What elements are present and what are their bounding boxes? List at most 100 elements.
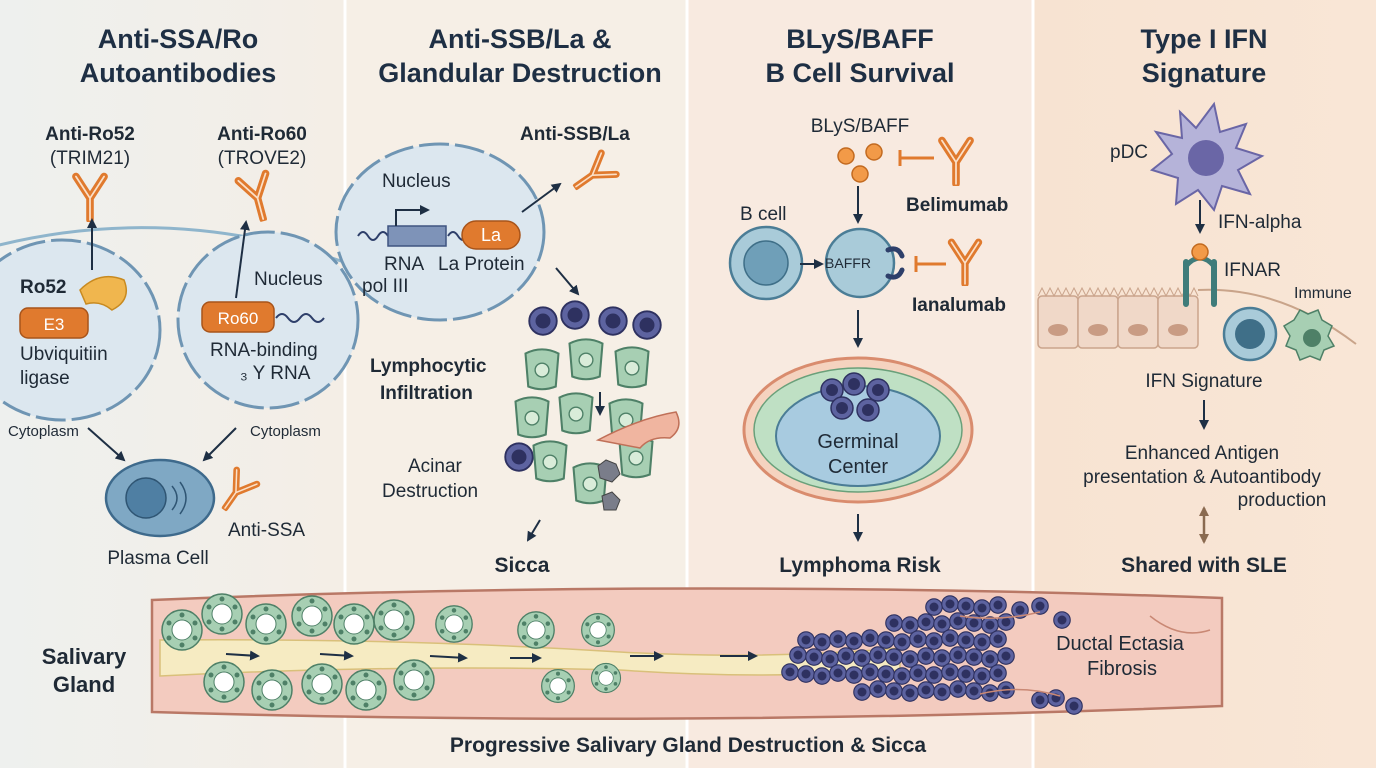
belimumab-label: Belimumab (906, 195, 1008, 216)
la-box (461, 220, 521, 250)
arrow-icon (202, 427, 237, 462)
lymphocyte-icon (877, 631, 895, 649)
lymphocyte-icon (917, 681, 935, 699)
y-rna-label: ₃ Y RNA (240, 363, 311, 384)
la-protein-label: La Protein (438, 254, 525, 275)
lymphocyte-icon (789, 646, 807, 664)
cytoplasm-right-label: Cytoplasm (250, 423, 321, 440)
arrow-icon (87, 427, 126, 462)
panel-title-ssa-2: Autoantibodies (80, 58, 277, 88)
panel-title-ssb-2: Glandular Destruction (378, 58, 662, 88)
lymphocyte-icon (909, 630, 927, 648)
lymphocyte-icon (917, 613, 935, 631)
lymphocyte-icon (901, 684, 919, 702)
germinal-label-1: Germinal (817, 431, 898, 453)
lymphocyte-icon (973, 599, 991, 617)
lymphocyte-icon (1031, 691, 1049, 709)
lymphocyte-icon (949, 646, 967, 664)
ifn-ligand-icon (1191, 243, 1209, 261)
arrow-icon (235, 220, 250, 299)
enhanced-label-3: production (1238, 490, 1327, 511)
la-label: La (481, 225, 502, 245)
lymphocyte-icon (973, 667, 991, 685)
lymphocyte-icon (925, 598, 943, 616)
ductal-label-1: Ductal Ectasia (1056, 633, 1185, 655)
anti-ssb-label: Anti-SSB/La (520, 124, 630, 145)
lymphoma-risk-label: Lymphoma Risk (779, 554, 941, 577)
ifn-alpha-label: IFN-alpha (1218, 212, 1302, 233)
lymphocyte-icon (917, 647, 935, 665)
tissue-boundary (1197, 288, 1357, 345)
b-cell-icon (824, 227, 896, 299)
pdc-nucleus (1188, 140, 1224, 176)
lymphocyte-icon (845, 666, 863, 684)
ifnar-label: IFNAR (1224, 260, 1281, 281)
anti-ro60-label: Anti-Ro60 (217, 124, 307, 145)
panel-title-baff-1: BLyS/BAFF (786, 24, 934, 54)
rna-binding-label: RNA-binding (210, 340, 318, 361)
rna-pol-label-1: RNA (384, 254, 424, 275)
lymphocyte-icon (941, 629, 959, 647)
panel-title-ssb-1: Anti-SSB/La & (428, 24, 611, 54)
lymphocyte-icon (1031, 597, 1049, 615)
arrow-icon (395, 205, 430, 226)
immune-label: Immune (1294, 285, 1352, 302)
receptor-icon (885, 246, 905, 280)
trim21-label: (TRIM21) (50, 148, 130, 169)
sicca-label: Sicca (495, 554, 550, 577)
lymphocyte-icon (893, 667, 911, 685)
lymphocyte-icon (949, 612, 967, 630)
lymphocyte-icon (989, 630, 1007, 648)
anti-ro52-label: Anti-Ro52 (45, 124, 135, 145)
lymphocyte-icon (797, 665, 815, 683)
bottom-caption: Progressive Salivary Gland Destruction &… (450, 734, 927, 757)
cytoplasm-left-label: Cytoplasm (8, 423, 79, 440)
lymphocyte-icon (885, 614, 903, 632)
epithelium-icon (1037, 286, 1199, 349)
trove2-label: (TROVE2) (218, 148, 307, 169)
rna-strand (275, 313, 325, 323)
lymphocyte-icon (949, 680, 967, 698)
ifn-signature-label: IFN Signature (1145, 371, 1262, 392)
panel-title-ifn-1: Type I IFN (1140, 24, 1267, 54)
shared-sle-label: Shared with SLE (1121, 554, 1287, 577)
lymphocyte-icon (965, 682, 983, 700)
lymphocyte-icon (853, 683, 871, 701)
enhanced-label-2: presentation & Autoantibody (1083, 467, 1321, 488)
lymphocyte-icon (957, 665, 975, 683)
lymphocyte-icon (829, 630, 847, 648)
lymphocyte-icon (989, 664, 1007, 682)
lymphocyte-icon (861, 629, 879, 647)
lymphocyte-icon (893, 633, 911, 651)
lymphocyte-icon (933, 683, 951, 701)
plasma-nucleus (125, 477, 167, 519)
lymphocyte-icon (1065, 697, 1083, 715)
baff-ligand-icon (837, 143, 883, 183)
acinar-label-1: Acinar (408, 456, 463, 477)
lymphocyte-icon (909, 664, 927, 682)
pdc-label: pDC (1110, 142, 1148, 163)
lymphocyte-icon (997, 613, 1015, 631)
baffr-label: BAFFR (825, 255, 871, 271)
arrow-icon (526, 519, 541, 542)
e3-box (19, 307, 89, 339)
fibrosis-lines (959, 611, 1211, 697)
lymphocyte-icon (829, 664, 847, 682)
damaged-cell-icon (597, 459, 621, 511)
ro60-box (201, 301, 275, 333)
lymphocyte-icon (925, 632, 943, 650)
b-cell-nucleus (743, 240, 789, 286)
lymphocyte-icon (885, 682, 903, 700)
panel-title-ifn-2: Signature (1142, 58, 1267, 88)
germinal-label-2: Center (828, 456, 888, 478)
lymphocyte-icon (813, 633, 831, 651)
lymphocyte-icon (813, 667, 831, 685)
ro52-protein (79, 275, 127, 311)
lymphocyte-icon (957, 631, 975, 649)
ubiquitin-label-1: Ubviquitiin (20, 344, 108, 365)
plasma-cell-label: Plasma Cell (107, 548, 208, 569)
lymphocyte-icon (877, 665, 895, 683)
inhibit-icon (914, 256, 946, 272)
lymphocyte-icon (869, 680, 887, 698)
